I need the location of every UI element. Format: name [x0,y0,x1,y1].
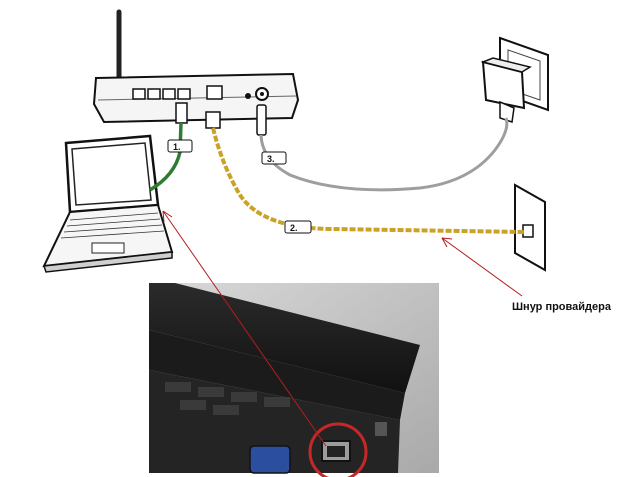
cable-2-label: 2. [290,223,298,233]
wall-jack-icon [514,183,546,272]
laptop-icon [42,134,174,273]
pointer-laptop-port [162,210,327,447]
cable-2 [211,127,526,234]
cable-3 [259,117,509,192]
pointer-arrows [162,210,523,447]
provider-cable-label: Шнур провайдера [512,301,611,313]
cable-3-label: 3. [267,154,275,164]
cable-1-label: 1. [173,142,181,152]
laptop-port-photo [149,283,439,477]
pointer-provider-cable [441,237,523,297]
cables [149,117,526,234]
cable-2-tag: 2. [284,220,312,234]
port-highlight-circle [308,422,368,477]
cable-1-tag: 1. [167,139,193,153]
pointer-laptop-arrowhead [162,210,173,223]
router-icon [92,9,300,136]
pointer-provider-arrowhead [441,237,453,248]
power-adapter-icon [480,57,532,123]
cable-3-tag: 3. [261,151,287,165]
